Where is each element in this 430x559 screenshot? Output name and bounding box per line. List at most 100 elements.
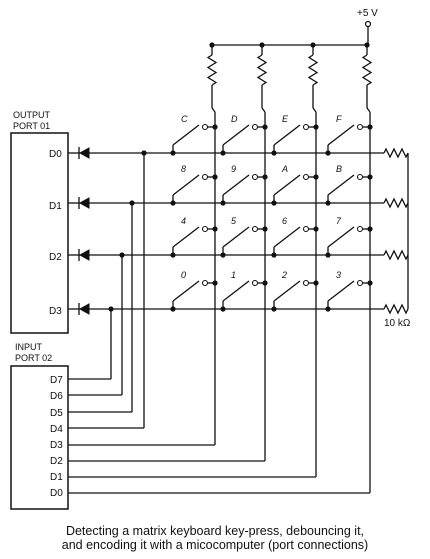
supply-label: +5 V — [357, 8, 378, 19]
switch-blade — [222, 280, 250, 302]
input-pin-d4: D4 — [50, 424, 63, 435]
pulldown-resistor-label: 10 kΩ — [384, 318, 411, 329]
junction-dot — [212, 280, 218, 286]
key-switch: D — [220, 114, 268, 156]
junction-dot — [313, 174, 319, 180]
output-port-01: OUTPUT PORT 01 D0 D1 D2 D3 — [10, 110, 69, 334]
input-pin-d2: D2 — [50, 456, 63, 467]
junction-dot — [262, 280, 268, 286]
key-label: E — [282, 114, 289, 124]
keyboard-matrix-schematic: +5 V OUTPUT PORT 01 D0 D1 D2 D3 INPUT PO… — [10, 8, 411, 510]
switch-blade — [172, 124, 200, 146]
key-label: F — [336, 114, 342, 124]
key-switch: 1 — [220, 270, 268, 312]
switch-blade — [222, 226, 250, 248]
key-switch: 6 — [271, 216, 319, 258]
key-label: 0 — [181, 270, 186, 280]
switch-contact — [251, 173, 259, 181]
junction-dot — [212, 174, 218, 180]
column-resistor — [206, 54, 218, 86]
key-switch: C — [170, 114, 218, 156]
switch-contact — [251, 279, 259, 287]
switch-blade — [273, 280, 301, 302]
switch-contact — [302, 279, 310, 287]
key-label: A — [281, 164, 288, 174]
row-resistor — [383, 147, 409, 159]
key-label: 8 — [181, 164, 186, 174]
junction-dot — [212, 226, 218, 232]
supply-terminal: +5 V — [212, 8, 378, 46]
column-resistor — [307, 54, 319, 86]
column-lines — [68, 42, 373, 494]
row-resistor — [383, 249, 409, 261]
output-pin-d1: D1 — [49, 201, 62, 212]
key-label: C — [181, 114, 188, 124]
diode-icon — [78, 147, 90, 159]
key-switch: 8 — [170, 164, 218, 206]
junction-dot — [313, 124, 319, 130]
key-switch: 3 — [325, 270, 373, 312]
input-port-wiring — [68, 153, 145, 429]
key-switch: 9 — [220, 164, 268, 206]
junction-dot — [367, 174, 373, 180]
key-switch: F — [325, 114, 373, 156]
output-pin-d2: D2 — [49, 252, 62, 263]
switch-contact — [302, 123, 310, 131]
key-switch: 4 — [170, 216, 218, 258]
junction-dot — [367, 280, 373, 286]
switch-blade — [327, 174, 355, 196]
switch-contact — [251, 123, 259, 131]
caption-line-2: and encoding it with a micocomputer (por… — [61, 538, 369, 552]
key-label: 2 — [281, 270, 287, 280]
junction-dot — [313, 226, 319, 232]
column-resistor — [256, 54, 268, 86]
input-pin-d5: D5 — [50, 408, 63, 419]
input-pin-d3: D3 — [50, 440, 63, 451]
switch-blade — [327, 280, 355, 302]
key-switch: A — [271, 164, 319, 206]
key-switch: 2 — [271, 270, 319, 312]
switch-contact — [302, 173, 310, 181]
key-label: 1 — [231, 270, 236, 280]
key-label: 4 — [181, 216, 186, 226]
switch-contact — [356, 279, 364, 287]
output-port-title-line1: OUTPUT — [13, 110, 51, 120]
switch-blade — [273, 124, 301, 146]
switch-blade — [222, 124, 250, 146]
junction-dot — [262, 124, 268, 130]
key-label: 7 — [336, 216, 342, 226]
switch-blade — [327, 124, 355, 146]
output-port-title-line2: PORT 01 — [13, 121, 50, 131]
input-pin-d1: D1 — [50, 472, 63, 483]
input-pin-d0: D0 — [50, 488, 63, 499]
switch-blade — [172, 280, 200, 302]
input-pin-d7: D7 — [50, 375, 63, 386]
junction-dot — [367, 124, 373, 130]
caption-line-1: Detecting a matrix keyboard key-press, d… — [65, 524, 365, 538]
key-switch: B — [325, 164, 373, 206]
key-label: 9 — [231, 164, 236, 174]
switch-contact — [201, 123, 209, 131]
switch-blade — [172, 174, 200, 196]
switch-contact — [356, 225, 364, 233]
diode-icon — [78, 197, 90, 209]
switch-contact — [201, 173, 209, 181]
junction-dot — [262, 226, 268, 232]
output-pin-d3: D3 — [49, 306, 62, 317]
key-label: D — [231, 114, 238, 124]
switch-blade — [172, 226, 200, 248]
junction-dot — [313, 280, 319, 286]
input-port-02: INPUT PORT 02 D7 D6 D5 D4 D3 D2 D1 D0 — [10, 342, 69, 510]
switch-contact — [201, 279, 209, 287]
row-resistor — [383, 303, 409, 315]
diode-icon — [78, 249, 90, 261]
row-resistor — [383, 197, 409, 209]
input-port-title-line1: INPUT — [15, 342, 43, 352]
output-pin-d0: D0 — [49, 149, 62, 160]
column-resistor — [361, 54, 373, 86]
key-label: 6 — [282, 216, 287, 226]
switch-contact — [356, 173, 364, 181]
junction-dot — [212, 124, 218, 130]
key-switch: E — [271, 114, 319, 156]
